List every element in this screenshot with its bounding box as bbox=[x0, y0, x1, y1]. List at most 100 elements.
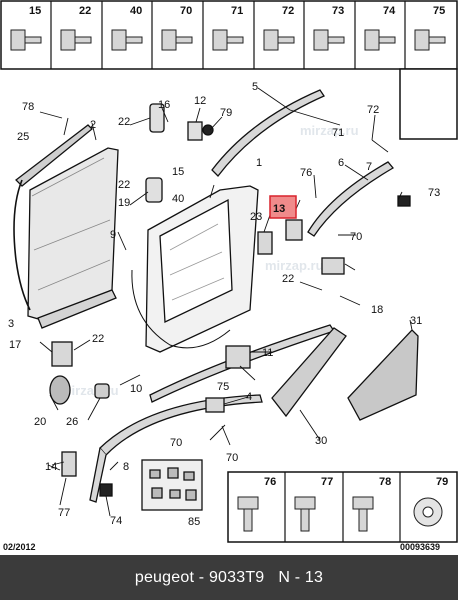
footer-cell-76: 76 bbox=[237, 476, 276, 532]
callout-label: 79 bbox=[220, 107, 232, 119]
part-73-plug bbox=[397, 195, 411, 207]
callout-label: 70 bbox=[226, 452, 238, 464]
callout-label: 18 bbox=[371, 304, 383, 316]
part-26-stop bbox=[94, 383, 110, 399]
callout-label: 72 bbox=[367, 104, 379, 116]
fastener-icon bbox=[10, 29, 42, 51]
callout-label: 74 bbox=[110, 515, 122, 527]
header-cell-number: 15 bbox=[29, 5, 41, 17]
part-19-handle bbox=[145, 177, 163, 203]
part-11-hinge bbox=[225, 345, 251, 369]
callout-label: 30 bbox=[315, 435, 327, 447]
cell-75-box bbox=[399, 68, 458, 140]
callout-label: 20 bbox=[34, 416, 46, 428]
callout-label: 22 bbox=[92, 333, 104, 345]
callout-label: 71 bbox=[332, 127, 344, 139]
footer-cell-number: 78 bbox=[379, 476, 391, 488]
fastener-icon bbox=[294, 496, 316, 532]
footer-cell-78: 78 bbox=[342, 472, 391, 542]
callout-label: 14 bbox=[45, 461, 57, 473]
header-cell-number: 72 bbox=[282, 5, 294, 17]
callout-label: 73 bbox=[428, 187, 440, 199]
footer-cell-number: 79 bbox=[436, 476, 448, 488]
bottom-rail-8 bbox=[99, 394, 263, 456]
separator: - bbox=[194, 568, 209, 586]
callout-label: 7 bbox=[366, 161, 372, 173]
header-cell-75: 75 bbox=[404, 1, 446, 69]
part-74-pad bbox=[99, 483, 113, 497]
highlight-box-13 bbox=[269, 195, 297, 219]
callout-label: 77 bbox=[58, 507, 70, 519]
header-cell-73: 73 bbox=[303, 1, 345, 69]
part-info-bar: peugeot - 9033T9 N - 13 bbox=[0, 555, 458, 600]
footer-cell-number: 77 bbox=[321, 476, 333, 488]
watermark-text-2: mirzap.ru bbox=[265, 258, 324, 273]
rail-6 bbox=[307, 161, 394, 237]
header-cell-74: 74 bbox=[354, 1, 396, 69]
callout-label: 23 bbox=[250, 211, 262, 223]
fastener-icon bbox=[414, 29, 446, 51]
part-4-bracket bbox=[205, 397, 225, 413]
part-79-plug bbox=[202, 124, 214, 136]
part-22-bracket bbox=[321, 257, 345, 275]
callout-label: 3 bbox=[8, 318, 14, 330]
fastener-icon bbox=[161, 29, 193, 51]
footer-cell-77: 77 bbox=[284, 472, 333, 542]
callout-label: 19 bbox=[118, 197, 130, 209]
header-strip: 15224070717273747575 bbox=[0, 0, 458, 140]
fastener-icon bbox=[352, 496, 374, 532]
position-number: N - 13 bbox=[278, 568, 324, 586]
callout-label: 13 bbox=[273, 203, 285, 215]
header-cell-number: 73 bbox=[332, 5, 344, 17]
callout-label: 12 bbox=[194, 95, 206, 107]
separator bbox=[264, 569, 278, 587]
part-23-lock bbox=[257, 231, 273, 255]
callout-label: 40 bbox=[172, 193, 184, 205]
footer-cell-number: 76 bbox=[264, 476, 276, 488]
upper-rail-5 bbox=[211, 89, 325, 177]
part-12-clip bbox=[187, 121, 203, 141]
header-cell-40: 40 bbox=[101, 1, 143, 69]
callout-label: 9 bbox=[110, 229, 116, 241]
callout-label: 5 bbox=[252, 81, 258, 93]
callout-label: 6 bbox=[338, 157, 344, 169]
fastener-icon bbox=[313, 29, 345, 51]
callout-label: 1 bbox=[256, 157, 262, 169]
brand-name: peugeot bbox=[134, 568, 195, 586]
callout-label: 31 bbox=[410, 315, 422, 327]
part-20-grip bbox=[49, 375, 71, 405]
callout-label: 70 bbox=[350, 231, 362, 243]
callout-label: 22 bbox=[118, 116, 130, 128]
callout-label: 8 bbox=[123, 461, 129, 473]
header-cell-number: 40 bbox=[130, 5, 142, 17]
diagram-lines bbox=[13, 87, 419, 517]
fastener-icon bbox=[111, 29, 143, 51]
callout-label: 76 bbox=[300, 167, 312, 179]
callout-label: 78 bbox=[22, 101, 34, 113]
part-17-handle bbox=[51, 341, 73, 367]
footer-cell-79: 79 bbox=[399, 472, 448, 542]
callout-label: 17 bbox=[9, 339, 21, 351]
header-cell-number: 70 bbox=[180, 5, 192, 17]
header-cell-70: 70 bbox=[151, 1, 193, 69]
callout-label: 70 bbox=[170, 437, 182, 449]
callout-label: 4 bbox=[246, 391, 252, 403]
header-cell-number: 71 bbox=[231, 5, 243, 17]
callout-label: 11 bbox=[262, 347, 273, 359]
washer-hole bbox=[422, 506, 434, 518]
part-number: 9033T9 bbox=[208, 568, 265, 586]
callout-label: 2 bbox=[90, 119, 96, 131]
trim-31 bbox=[347, 329, 419, 421]
callout-label: 10 bbox=[130, 383, 142, 395]
callout-label: 85 bbox=[188, 516, 200, 528]
callout-label: 15 bbox=[172, 166, 184, 178]
fastener-icon bbox=[212, 29, 244, 51]
reference-code: 00093639 bbox=[400, 542, 441, 552]
header-cell-number: 22 bbox=[79, 5, 91, 17]
watermark-text-1: mirzap.ru bbox=[300, 123, 359, 138]
fastener-icon bbox=[237, 496, 259, 532]
header-cell-15: 15 bbox=[10, 5, 42, 51]
callout-label: 16 bbox=[158, 99, 170, 111]
header-cell-22: 22 bbox=[50, 1, 92, 69]
